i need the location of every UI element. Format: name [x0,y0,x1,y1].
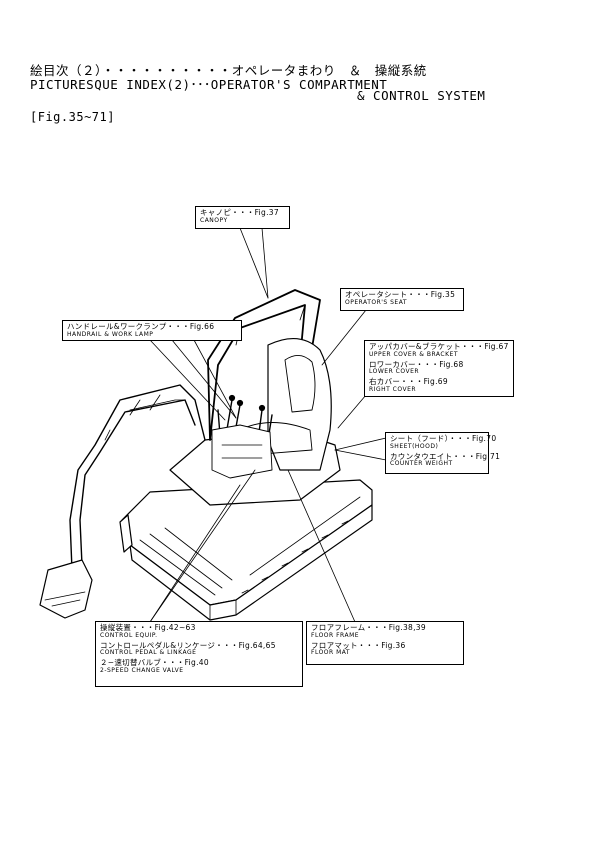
callout-handrail: ハンドレール&ワークランプ・・・Fig.66 HANDRAIL & WORK L… [62,320,242,341]
callout-handrail-jp: ハンドレール&ワークランプ・・・Fig.66 [67,322,215,331]
callout-control-pedal-en: CONTROL PEDAL & LINKAGE [100,649,197,657]
callout-floor-frame-en: FLOOR FRAME [311,631,360,639]
callout-canopy-jp: キャノピ・・・Fig.37 [200,208,279,217]
callout-cover-right-jp: 右カバー・・・Fig.69 [369,377,448,387]
callout-floor-mat-jp: フロアマット・・・Fig.36 [311,640,406,650]
title-japanese: 絵目次（２）・・・・・・・・・・オペレータまわり ＆ 操縦系統 [30,63,427,78]
callout-covers: アッパカバー&ブラケット・・・Fig.67 UPPER COVER & BRAC… [364,340,514,397]
callout-sheet-en: SHEET(HOOD) [390,442,439,450]
callout-floor: フロアフレーム・・・Fig.38,39 FLOOR FRAME フロアマット・・… [306,621,464,665]
callout-seat-jp: オペレータシート・・・Fig.35 [345,290,456,299]
title-english: PICTURESQUE INDEX(2)･･･OPERATOR'S COMPAR… [30,77,388,92]
callout-counterweight-jp: カウンタウエイト・・・Fig.71 [390,451,501,461]
callout-control-equip-en: CONTROL EQUIP. [100,631,158,639]
callout-floor-frame-jp: フロアフレーム・・・Fig.38,39 [311,623,426,632]
callout-sheet-jp: シート（フード）・・・Fig.70 [390,434,497,443]
bucket [39,559,93,619]
callout-speed-valve-jp: ２−速切替バルブ・・・Fig.40 [100,658,209,668]
callout-speed-valve-en: 2-SPEED CHANGE VALVE [100,666,184,674]
callout-control-system: 操縦装置・・・Fig.42~63 CONTROL EQUIP. コントロールペダ… [95,621,303,687]
title-english-continued: & CONTROL SYSTEM [357,88,486,103]
figure-range: [Fig.35~71] [30,110,115,124]
callout-cover-right-en: RIGHT COVER [369,385,417,393]
control-levers [217,399,273,441]
callout-floor-mat-en: FLOOR MAT [311,649,351,657]
callout-control-equip-jp: 操縦装置・・・Fig.42~63 [100,623,196,632]
callout-cover-lower-en: LOWER COVER [369,368,420,376]
callout-canopy: キャノピ・・・Fig.37 CANOPY [195,206,290,229]
callout-cover-upper-en: UPPER COVER & BRACKET [369,350,458,358]
track-side [129,504,373,621]
callout-sheet-counterweight: シート（フード）・・・Fig.70 SHEET(HOOD) カウンタウエイト・・… [385,432,501,474]
callout-handrail-en: HANDRAIL & WORK LAMP [67,330,154,338]
dozer-blade [119,514,133,553]
callout-cover-upper-jp: アッパカバー&ブラケット・・・Fig.67 [369,342,509,351]
boom-arm [61,384,206,581]
callout-control-pedal-jp: コントロールペダル&リンケージ・・・Fig.64,65 [100,640,276,650]
callout-canopy-en: CANOPY [200,216,228,224]
callout-counterweight-en: COUNTER WEIGHT [390,460,453,468]
callout-operator-seat: オペレータシート・・・Fig.35 OPERATOR'S SEAT [340,288,464,311]
callout-seat-en: OPERATOR'S SEAT [345,298,408,306]
seat-cover [267,338,332,471]
callout-cover-lower-jp: ロワーカバー・・・Fig.68 [369,359,464,369]
